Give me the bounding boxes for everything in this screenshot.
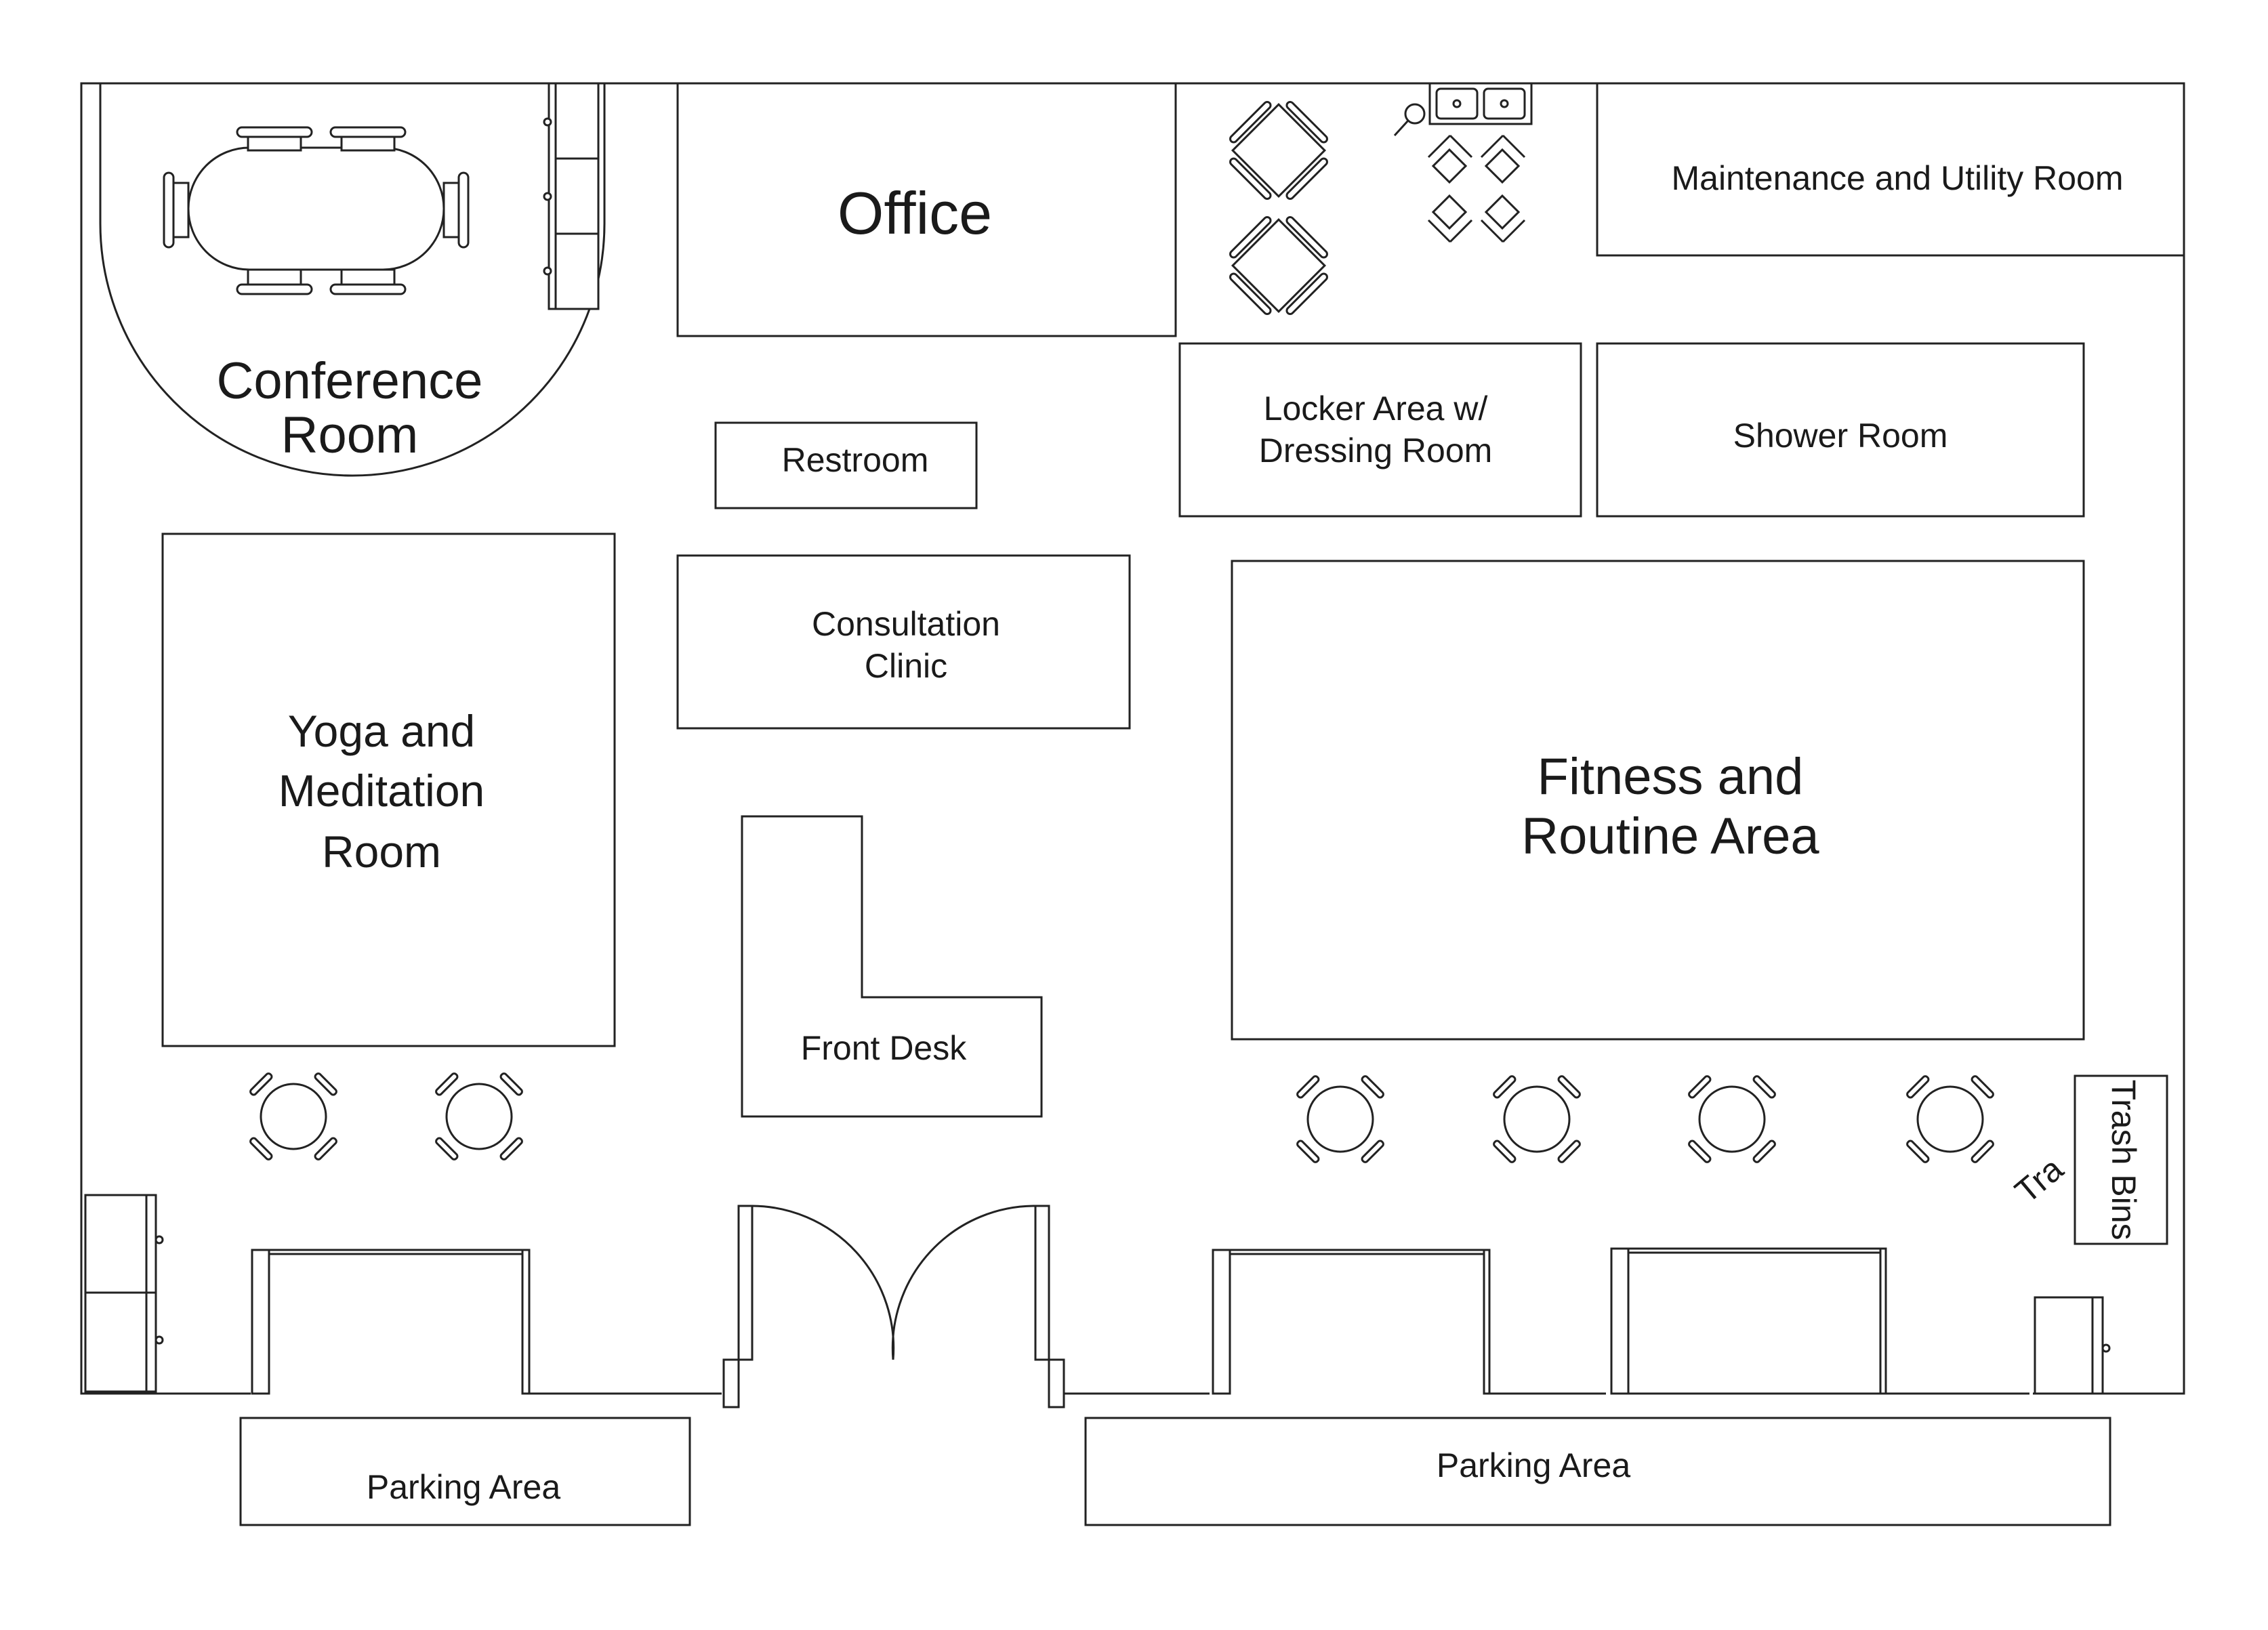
trash-bins-label: Trash Bins — [2105, 1079, 2143, 1240]
fitness-label: Fitness and — [1538, 748, 1804, 806]
yoga-room — [161, 532, 616, 1047]
round-table — [435, 1072, 523, 1161]
yoga-label-3: Room — [322, 827, 441, 877]
locker-room — [1178, 342, 1582, 518]
cafe-table — [1229, 101, 1328, 200]
fitness-room — [1231, 560, 2085, 1041]
conference-table — [163, 126, 470, 295]
consultation-label-2: Clinic — [865, 647, 947, 685]
front-desk — [741, 815, 1043, 1118]
restroom-label: Restroom — [782, 441, 929, 479]
round-table — [1296, 1075, 1384, 1163]
parking-area-right — [1084, 1417, 2111, 1526]
window-middle — [1212, 1249, 1491, 1395]
office-room — [676, 82, 1177, 337]
maintenance-room — [1596, 82, 2185, 257]
entrance-doors[interactable] — [722, 1205, 1065, 1408]
front-desk-label: Front Desk — [801, 1029, 968, 1067]
window-right — [1610, 1247, 1887, 1395]
wall-lockers — [84, 1194, 164, 1393]
consultation-label: Consultation — [812, 605, 1000, 643]
conference-room-label-2: Room — [281, 406, 419, 464]
kitchen-stools — [1427, 134, 1526, 243]
trash-label-partial: Tra — [2008, 1150, 2070, 1211]
conference-room-wall — [99, 83, 606, 477]
consultation-room — [676, 554, 1131, 730]
storage-cabinet — [543, 82, 600, 310]
shower-label: Shower Room — [1733, 417, 1948, 455]
maintenance-label: Maintenance and Utility Room — [1672, 159, 2124, 197]
round-table — [1688, 1075, 1776, 1163]
kitchen-sink — [1393, 82, 1533, 137]
restroom — [714, 421, 978, 509]
office-label: Office — [838, 180, 992, 247]
parking-left-label: Parking Area — [367, 1468, 560, 1506]
round-table — [249, 1072, 337, 1161]
round-table — [1493, 1075, 1581, 1163]
parking-area-left — [239, 1417, 691, 1526]
cafe-table — [1229, 216, 1328, 315]
shower-room — [1596, 342, 2085, 518]
yoga-label: Yoga and — [288, 706, 476, 756]
parking-right-label: Parking Area — [1437, 1446, 1630, 1484]
fitness-label-2: Routine Area — [1521, 808, 1819, 865]
utility-cabinet — [2034, 1296, 2111, 1395]
locker-label: Locker Area w/ — [1264, 390, 1488, 427]
round-table — [1906, 1075, 1994, 1163]
yoga-label-2: Meditation — [279, 766, 485, 816]
locker-label-2: Dressing Room — [1259, 432, 1493, 469]
window-left — [251, 1249, 531, 1395]
trash-bins — [2074, 1074, 2168, 1245]
conference-room-label: Conference — [217, 352, 483, 410]
